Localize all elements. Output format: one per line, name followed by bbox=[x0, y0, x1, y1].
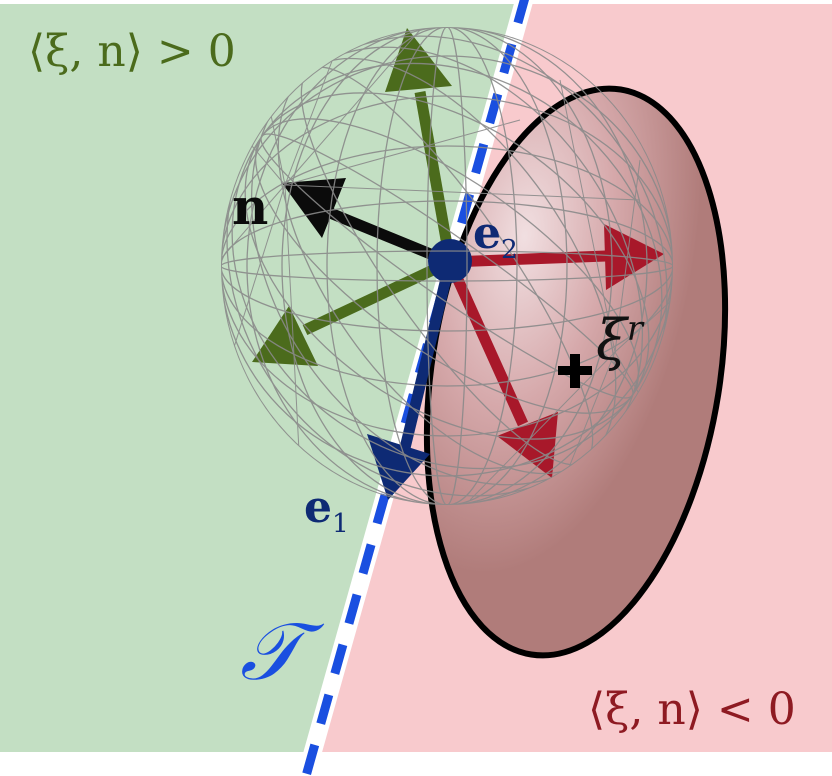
normal-arrow-icon bbox=[282, 178, 346, 238]
positive-region-label: ⟨ξ, n⟩ > 0 bbox=[28, 26, 236, 77]
normal-label: n bbox=[232, 177, 269, 236]
negative-region-label: ⟨ξ, n⟩ < 0 bbox=[588, 684, 796, 735]
reflected-point-label: ξr bbox=[596, 312, 643, 370]
e1-base: e bbox=[304, 482, 332, 533]
tangent-plane-line bbox=[301, 0, 529, 776]
e1-label: e1 bbox=[304, 486, 349, 537]
reflected-point-marker-icon bbox=[558, 354, 592, 388]
e2-label: e2 bbox=[473, 212, 518, 263]
positive-halfspace-region bbox=[0, 4, 526, 752]
arrows bbox=[252, 28, 664, 500]
e2-base: e bbox=[473, 208, 501, 259]
e1-arrow-icon bbox=[367, 434, 430, 500]
e2-subscript: 2 bbox=[501, 233, 518, 265]
origin-point bbox=[428, 239, 472, 283]
tangent-plane-label: 𝒯 bbox=[240, 605, 302, 698]
e1-subscript: 1 bbox=[332, 507, 349, 539]
xi-superscript: r bbox=[626, 309, 643, 348]
xi-base: ξ bbox=[596, 308, 627, 374]
